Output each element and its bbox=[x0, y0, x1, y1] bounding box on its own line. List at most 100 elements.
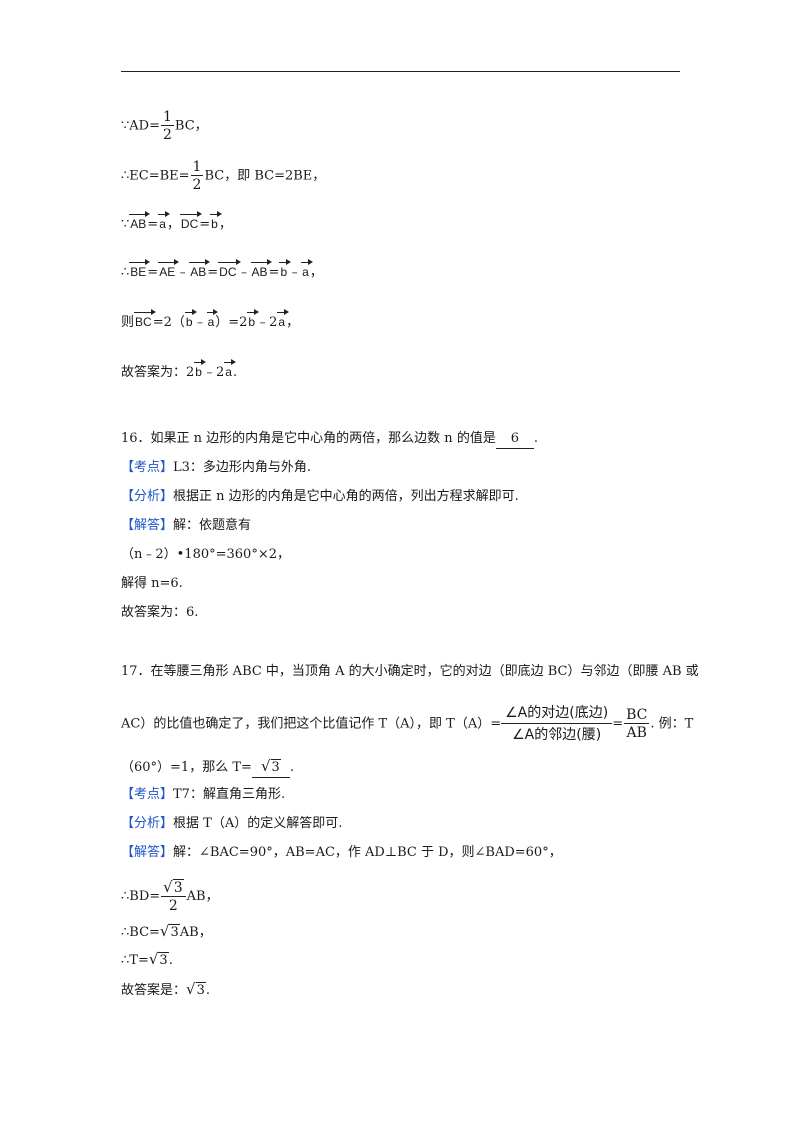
text: =2（ bbox=[152, 315, 185, 330]
text: L3：多边形内角与外角. bbox=[173, 460, 312, 475]
radicand: 3 bbox=[158, 952, 169, 968]
text: 解：∠BAC=90°，AB=AC，作 AD⊥BC 于 D，则∠BAD=60°， bbox=[173, 845, 562, 860]
text: . 例：T bbox=[650, 716, 694, 732]
vector-be: BE bbox=[129, 259, 151, 279]
text: ， bbox=[309, 265, 323, 280]
text: ∴T= bbox=[121, 953, 149, 968]
q17-kaodian: 【考点】T7：解直角三角形. bbox=[121, 786, 285, 804]
fenxi-tag: 【分析】 bbox=[121, 489, 174, 504]
text: ﹣2 bbox=[256, 315, 278, 330]
q16-jieda: 【解答】解：依题意有 bbox=[121, 517, 251, 535]
text: ∴ bbox=[121, 265, 130, 280]
text: 故答案为：2 bbox=[121, 365, 195, 380]
sqrt-3: √3 bbox=[163, 878, 184, 896]
text: ﹣ bbox=[193, 315, 207, 330]
prev-line-5: 则BC=2（b﹣a）=2b﹣2a， bbox=[121, 309, 299, 332]
text: BC，即 BC=2BE， bbox=[204, 168, 326, 184]
radical-sign: √ bbox=[163, 878, 173, 896]
answer-blank: √3 bbox=[251, 757, 290, 778]
kaodian-tag: 【考点】 bbox=[121, 787, 174, 802]
q17-stem-3: （60°）=1，那么 T=√3. bbox=[121, 757, 294, 778]
denominator: 2 bbox=[162, 127, 172, 143]
vector-a: a bbox=[206, 309, 218, 329]
text: ∴EC=BE= bbox=[121, 168, 190, 184]
vector-b: b bbox=[247, 309, 259, 329]
sqrt-3: √3 bbox=[160, 922, 180, 942]
text: = bbox=[147, 217, 159, 232]
q17-step-2: ∴BC=√3AB， bbox=[121, 922, 212, 942]
text: 16．如果正 n 边形的内角是它中心角的两倍，那么边数 n 的值是 bbox=[121, 431, 496, 446]
vector-ae: AE bbox=[158, 259, 180, 279]
definition-fraction: ∠A的对边(底边)∠A的邻边(腰) bbox=[501, 706, 613, 742]
text: AC）的比值也确定了，我们把这个比值记作 T（A），即 T（A）= bbox=[121, 716, 502, 732]
vector-b: b bbox=[279, 259, 291, 279]
numerator: BC bbox=[624, 707, 650, 724]
radicand: 3 bbox=[195, 982, 206, 998]
text: 则 bbox=[121, 315, 135, 330]
sqrt-3: √3 bbox=[149, 950, 169, 970]
text: ﹣ bbox=[237, 265, 251, 280]
text: 解：依题意有 bbox=[173, 518, 252, 533]
sqrt-3: √3 bbox=[186, 980, 206, 1000]
radical-sign: √ bbox=[186, 980, 196, 998]
radical-sign: √ bbox=[260, 757, 271, 775]
radicand: 3 bbox=[169, 924, 180, 940]
text: ∴BC= bbox=[121, 925, 160, 940]
text: ﹣ bbox=[288, 265, 302, 280]
answer-blank: 6 bbox=[495, 430, 534, 449]
radicand: 3 bbox=[270, 759, 281, 775]
header-rule bbox=[121, 71, 680, 72]
denominator: AB bbox=[626, 725, 647, 741]
fenxi-tag: 【分析】 bbox=[121, 816, 174, 831]
vector-a: a bbox=[224, 359, 236, 379]
vector-b: b bbox=[184, 309, 197, 329]
jieda-tag: 【解答】 bbox=[121, 845, 174, 860]
text: ∵AD= bbox=[121, 118, 160, 134]
q16-eq2: 解得 n=6. bbox=[121, 576, 183, 591]
text: . bbox=[289, 760, 295, 775]
q16-fenxi: 【分析】根据正 n 边形的内角是它中心角的两倍，列出方程求解即可. bbox=[121, 488, 519, 506]
text: AB， bbox=[179, 925, 212, 940]
sqrt-3: √3 bbox=[261, 757, 281, 777]
vector-a: a bbox=[301, 259, 313, 279]
jieda-tag: 【解答】 bbox=[121, 518, 174, 533]
text: . bbox=[533, 431, 538, 446]
numerator: 1 bbox=[160, 109, 174, 126]
prev-line-6: 故答案为：2b﹣2a. bbox=[121, 359, 237, 382]
text: = bbox=[268, 265, 280, 280]
text: = bbox=[612, 716, 624, 732]
text: ∵ bbox=[121, 217, 130, 232]
q16-kaodian: 【考点】L3：多边形内角与外角. bbox=[121, 459, 311, 477]
text: = bbox=[207, 265, 219, 280]
text: . bbox=[168, 953, 173, 968]
vector-ab: AB bbox=[189, 259, 211, 279]
vector-b: b bbox=[210, 211, 222, 231]
text: ∴BD= bbox=[121, 889, 161, 904]
text: ， bbox=[218, 217, 232, 232]
prev-line-3: ∵AB=a，DC=b， bbox=[121, 211, 232, 234]
text: ， bbox=[166, 217, 180, 232]
radical-sign: √ bbox=[148, 950, 159, 968]
vector-a: a bbox=[158, 211, 170, 231]
text: = bbox=[147, 265, 159, 280]
q17-stem-1: 17．在等腰三角形 ABC 中，当顶角 A 的大小确定时，它的对边（即底边 BC… bbox=[121, 664, 699, 679]
vector-ab: AB bbox=[129, 211, 151, 231]
vector-dc: DC bbox=[218, 259, 241, 279]
radical-sign: √ bbox=[159, 922, 170, 940]
prev-line-4: ∴BE=AE﹣AB=DC﹣AB=b﹣a， bbox=[121, 259, 323, 282]
text: 根据正 n 边形的内角是它中心角的两倍，列出方程求解即可. bbox=[173, 489, 519, 504]
numerator: √3 bbox=[161, 878, 186, 897]
q17-final: 故答案是：√3. bbox=[121, 980, 210, 1000]
text: T7：解直角三角形. bbox=[173, 787, 286, 802]
q17-step-3: ∴T=√3. bbox=[121, 950, 173, 970]
q17-jieda: 【解答】解：∠BAC=90°，AB=AC，作 AD⊥BC 于 D，则∠BAD=6… bbox=[121, 844, 562, 862]
text: ﹣2 bbox=[202, 365, 225, 380]
kaodian-tag: 【考点】 bbox=[121, 460, 174, 475]
text: ﹣ bbox=[176, 265, 190, 280]
